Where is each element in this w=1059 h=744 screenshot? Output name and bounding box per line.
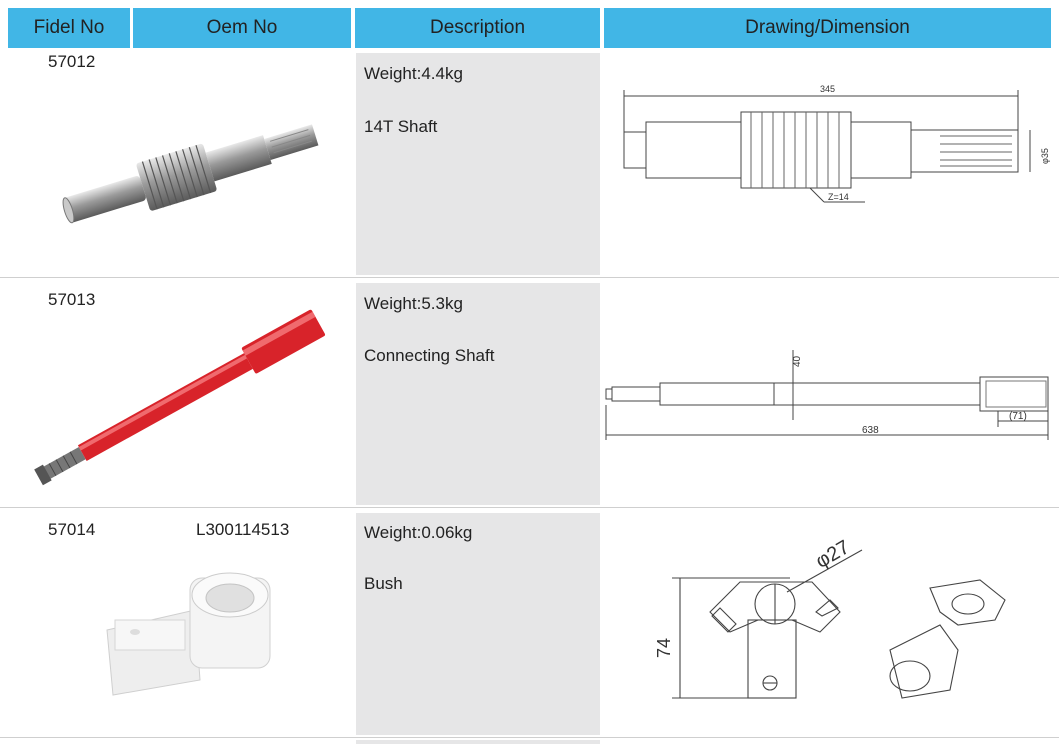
description-cell-4 bbox=[356, 740, 600, 744]
dim-end-label: (71) bbox=[1009, 411, 1027, 422]
row-separator bbox=[0, 737, 1059, 738]
fidel-no-57012: 57012 bbox=[48, 52, 96, 71]
shaft-14t-photo bbox=[62, 124, 319, 224]
description-cell-1 bbox=[356, 53, 600, 275]
row-separator bbox=[0, 277, 1059, 278]
weight-text: Weight:0.06kg bbox=[364, 523, 473, 542]
part-name: Connecting Shaft bbox=[364, 346, 495, 365]
header-fidel-no: Fidel No bbox=[8, 8, 130, 48]
connecting-shaft-photo bbox=[34, 309, 325, 486]
dim-diameter-label: φ27 bbox=[812, 536, 854, 573]
fidel-no-57014: 57014 bbox=[48, 520, 96, 539]
dim-diameter-label: φ35 bbox=[1040, 148, 1050, 164]
description-cell-2 bbox=[356, 283, 600, 505]
oem-no-l300114513: L300114513 bbox=[196, 520, 290, 539]
dim-height-label: 74 bbox=[654, 638, 674, 658]
weight-text: Weight:5.3kg bbox=[364, 294, 463, 313]
dim-height-label: 40 bbox=[792, 355, 803, 367]
bush-photo bbox=[106, 572, 271, 696]
dim-length-label: 345 bbox=[820, 84, 835, 94]
row-separator bbox=[0, 507, 1059, 508]
header-drawing-dimension: Drawing/Dimension bbox=[604, 8, 1051, 48]
shaft-14t-drawing: 345 φ35 Z=14 bbox=[623, 84, 1050, 203]
header-description: Description bbox=[355, 8, 600, 48]
bush-drawing: φ27 74 bbox=[654, 536, 1006, 699]
fidel-no-57013: 57013 bbox=[48, 290, 96, 309]
part-name: 14T Shaft bbox=[364, 117, 438, 136]
weight-text: Weight:4.4kg bbox=[364, 64, 463, 83]
description-cell-3 bbox=[356, 513, 600, 735]
dim-length-label: 638 bbox=[862, 425, 879, 436]
part-name: Bush bbox=[364, 574, 403, 593]
header-oem-no: Oem No bbox=[133, 8, 351, 48]
dim-teeth-label: Z=14 bbox=[828, 192, 849, 202]
connecting-shaft-drawing: 40 638 (71) bbox=[605, 350, 1049, 440]
